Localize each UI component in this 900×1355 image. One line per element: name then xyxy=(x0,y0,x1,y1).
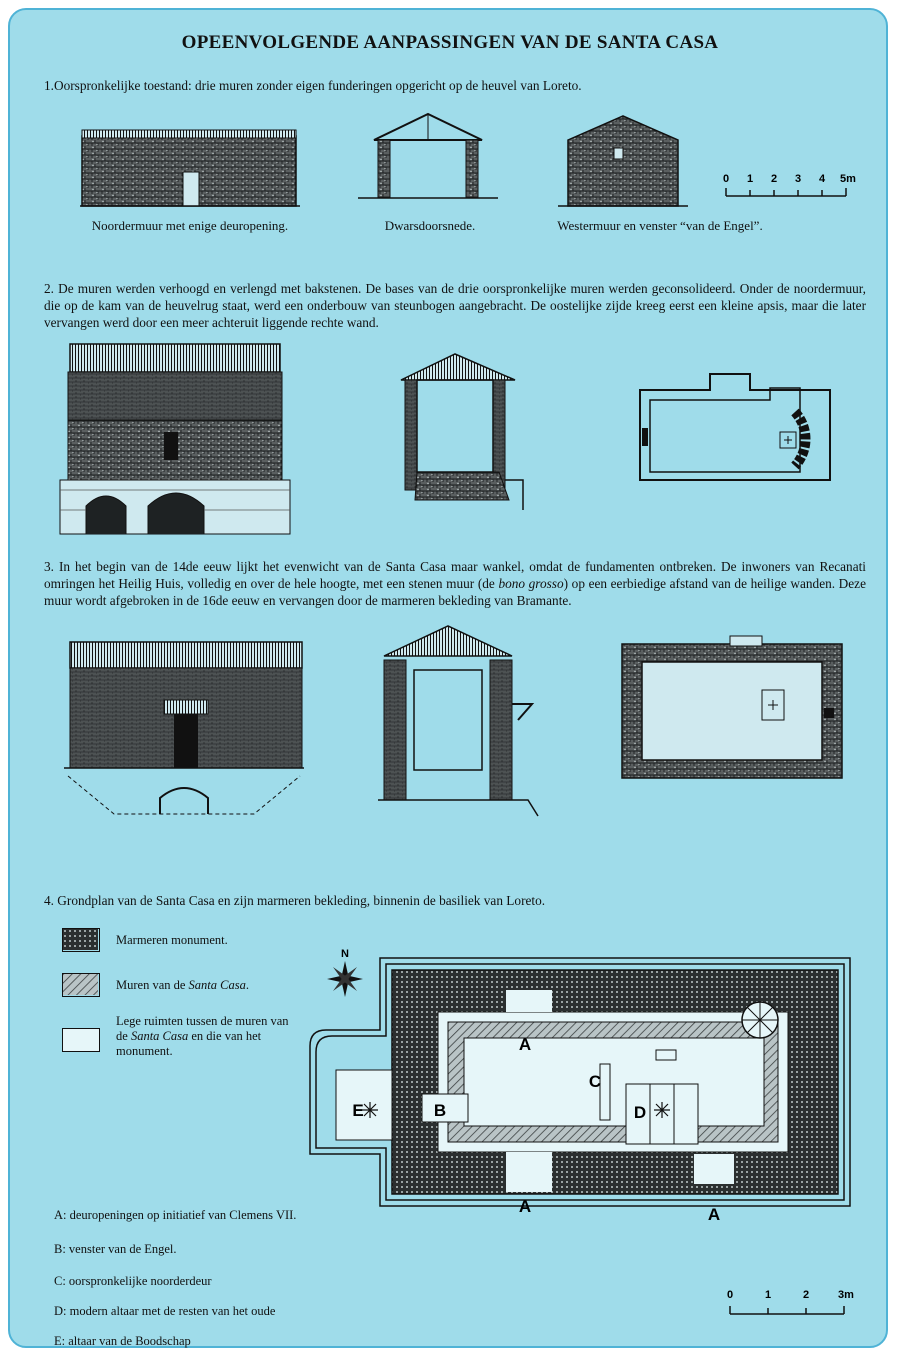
scale-label-0: 0 xyxy=(723,173,729,185)
plan-letter-a-north: A xyxy=(519,1035,531,1054)
scale-label-4: 4 xyxy=(819,173,826,185)
scale-label-3: 3 xyxy=(795,173,801,185)
legend-walls-italic: Santa Casa xyxy=(188,978,246,992)
cross-section-2-drawing xyxy=(400,353,524,510)
legend-swatch-empty xyxy=(62,1028,100,1052)
legend-empty-a: Lege ruimten tussen de muren van de xyxy=(116,1014,289,1043)
page-sheet: OPEENVOLGENDE AANPASSINGEN VAN DE SANTA … xyxy=(8,8,888,1348)
enclosing-wall-elevation-drawing xyxy=(64,641,304,815)
plan-2-drawing xyxy=(639,373,831,481)
plan-letter-b: B xyxy=(434,1101,446,1120)
scale-label-plan-1: 1 xyxy=(765,1289,771,1301)
cross-section-3-drawing xyxy=(378,625,539,817)
legend-walls-label: Muren van de Santa Casa. xyxy=(116,978,296,993)
key-a: A: deuropeningen op initiatief van Cleme… xyxy=(54,1208,297,1222)
scale-label-1: 1 xyxy=(747,173,753,185)
cross-section-1-drawing xyxy=(358,112,498,199)
legend-marble-label: Marmeren monument. xyxy=(116,933,228,947)
legend-walls-a: Muren van de xyxy=(116,978,189,992)
page-title: OPEENVOLGENDE AANPASSINGEN VAN DE SANTA … xyxy=(181,32,719,53)
legend-empty-label: Lege ruimten tussen de muren van de Sant… xyxy=(116,1014,296,1059)
key-c: C: oorspronkelijke noorderdeur xyxy=(54,1274,212,1288)
north-wall-raised-drawing xyxy=(59,343,291,535)
legend-empty-italic: Santa Casa xyxy=(130,1029,189,1043)
plan-letter-e: E xyxy=(352,1101,363,1120)
scale-label-plan-0: 0 xyxy=(727,1289,733,1301)
compass-north-label: N xyxy=(341,948,349,960)
scale-label-plan-2: 2 xyxy=(803,1289,809,1301)
section1-text: 1.Oorspronkelijke toestand: drie muren z… xyxy=(44,78,582,93)
legend-empty-b: en die van het monument. xyxy=(116,1029,262,1058)
section3-text-b: ) op een eerbiedige afstand van de heili… xyxy=(44,576,866,608)
key-b: B: venster van de Engel. xyxy=(54,1242,177,1256)
plan-3-drawing xyxy=(621,635,843,779)
plan-letter-a-east: A xyxy=(708,1205,720,1224)
section3-text-a: 3. In het begin van de 14de eeuw lijkt h… xyxy=(44,559,866,591)
scale-bar-5m: 0 1 2 3 4 5m xyxy=(723,173,856,197)
scale-label-5m: 5m xyxy=(840,173,856,185)
scale-bar-3m: 0 1 2 3m xyxy=(727,1289,854,1315)
section2-text: 2. De muren werden verhoogd en verlengd … xyxy=(44,281,866,330)
section3-text-italic: bono grosso xyxy=(498,576,564,591)
west-wall-drawing xyxy=(558,115,688,207)
legend-swatch-marble xyxy=(62,928,100,952)
ground-plan-drawing: A A A B C D E xyxy=(309,957,851,1224)
legend-walls-b: . xyxy=(245,978,249,992)
plan-letter-c: C xyxy=(589,1072,601,1091)
north-wall-drawing xyxy=(80,129,300,207)
plan-letter-a-south: A xyxy=(519,1197,531,1216)
plan-letter-d: D xyxy=(634,1103,646,1122)
caption-cross-section: Dwarsdoorsnede. xyxy=(384,218,476,233)
scale-label-2: 2 xyxy=(771,173,777,185)
legend-swatch-walls xyxy=(62,973,100,997)
key-e: E: altaar van de Boodschap xyxy=(54,1334,191,1348)
key-d: D: modern altaar met de resten van het o… xyxy=(54,1304,276,1318)
scale-label-plan-3m: 3m xyxy=(838,1289,854,1301)
caption-west-wall: Westermuur en venster “van de Engel”. xyxy=(557,218,763,233)
compass-icon: N xyxy=(327,948,363,997)
section3-text: 3. In het begin van de 14de eeuw lijkt h… xyxy=(44,558,866,609)
section4-text: 4. Grondplan van de Santa Casa en zijn m… xyxy=(44,893,546,908)
caption-north-wall: Noordermuur met enige deuropening. xyxy=(91,218,289,233)
